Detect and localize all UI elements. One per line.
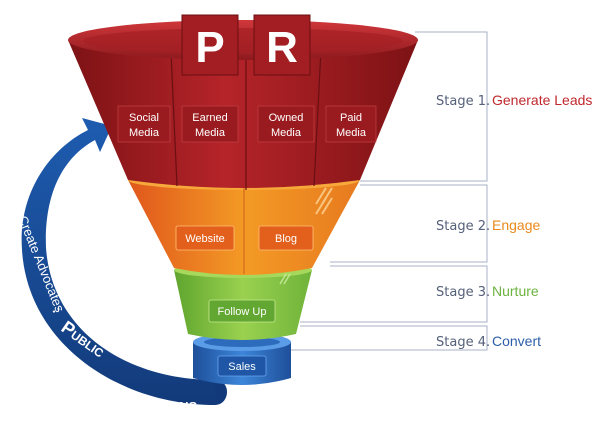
svg-text:RELATIONS: RELATIONS	[118, 394, 198, 416]
stage-4: Stage 4. Convert	[436, 333, 541, 350]
stage-2-number: Stage 2.	[436, 219, 490, 234]
pr-block-r	[253, 14, 311, 76]
owned-media-box	[257, 105, 315, 143]
website-box	[175, 225, 235, 251]
stage-3-number: Stage 3.	[436, 285, 490, 300]
paid-media-line2: Media	[336, 127, 367, 139]
stage-brackets	[290, 31, 488, 351]
blog-label: Blog	[275, 233, 297, 245]
stage-1-name: Generate Leads	[492, 92, 592, 108]
pr-letter-r: R	[266, 23, 298, 72]
funnel-convert: Sales	[193, 333, 291, 385]
paid-media-line1: Paid	[340, 112, 362, 124]
stage-3: Stage 3. Nurture	[436, 283, 539, 300]
blog-box	[258, 225, 314, 251]
funnel-generate-leads: P R Social Media Earned Media Owned Medi…	[68, 14, 418, 190]
earned-media-line1: Earned	[192, 112, 227, 124]
public-relations-arrow	[21, 118, 228, 405]
stage-2-name: Engage	[492, 217, 540, 233]
stage-1-number: Stage 1.	[436, 94, 490, 109]
follow-up-label: Follow Up	[218, 306, 267, 318]
sales-box	[217, 355, 267, 377]
paid-media-box	[325, 105, 377, 143]
social-media-line1: Social	[129, 112, 159, 124]
relations-cap: R	[118, 394, 133, 416]
stage-3-name: Nurture	[492, 283, 539, 299]
stage-4-name: Convert	[492, 333, 541, 349]
stage-1: Stage 1. Generate Leads	[436, 92, 592, 109]
pr-block-p	[181, 14, 239, 76]
arrow-tail	[215, 380, 228, 405]
stage-2: Stage 2. Engage	[436, 217, 540, 234]
follow-up-box	[208, 299, 276, 323]
earned-media-line2: Media	[195, 127, 226, 139]
relations-rest: ELATIONS	[132, 399, 197, 414]
sales-label: Sales	[228, 361, 256, 373]
arrow-body	[21, 118, 216, 405]
social-media-line2: Media	[129, 127, 160, 139]
relations-text: RELATIONS	[118, 394, 198, 416]
stage-4-number: Stage 4.	[436, 335, 490, 350]
social-media-box	[117, 105, 171, 143]
website-label: Website	[185, 233, 225, 245]
pr-letter-p: P	[195, 23, 224, 72]
owned-media-line2: Media	[271, 127, 302, 139]
earned-media-box	[181, 105, 239, 143]
owned-media-line1: Owned	[269, 112, 304, 124]
stage-labels: Stage 1. Generate Leads Stage 2. Engage …	[436, 92, 592, 350]
